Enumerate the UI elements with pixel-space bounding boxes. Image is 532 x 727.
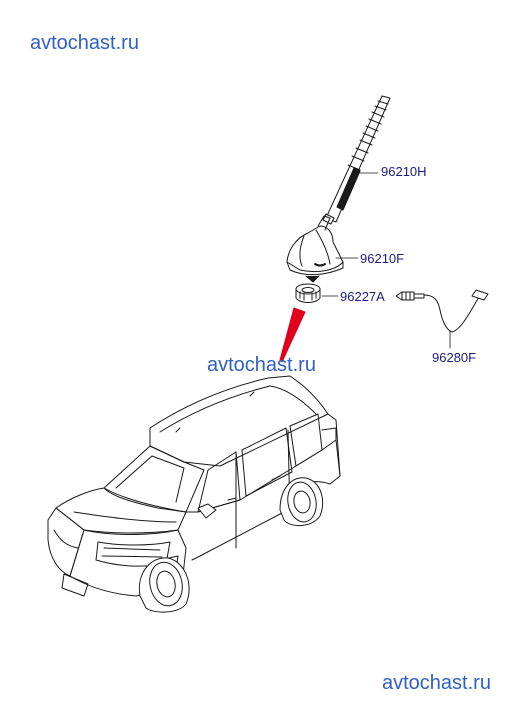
- part-label-feeder-cable: 96280F: [432, 350, 477, 365]
- part-label-antenna-nut: 96227A: [340, 289, 385, 304]
- antenna-feeder-cable: [395, 289, 489, 333]
- antenna-mast: [322, 95, 391, 225]
- part-label-antenna-base: 96210F: [360, 251, 405, 266]
- antenna-nut: [295, 283, 321, 303]
- leader-lines: [321, 172, 451, 349]
- part-label-antenna-mast: 96210H: [381, 164, 427, 179]
- watermark-top: avtochast.ru: [30, 32, 139, 54]
- watermark-bottom: avtochast.ru: [382, 672, 491, 694]
- watermark-middle: avtochast.ru: [207, 354, 316, 376]
- antenna-base: [286, 215, 344, 283]
- suv-vehicle: [47, 375, 341, 613]
- mount-location-pointer: [279, 307, 306, 363]
